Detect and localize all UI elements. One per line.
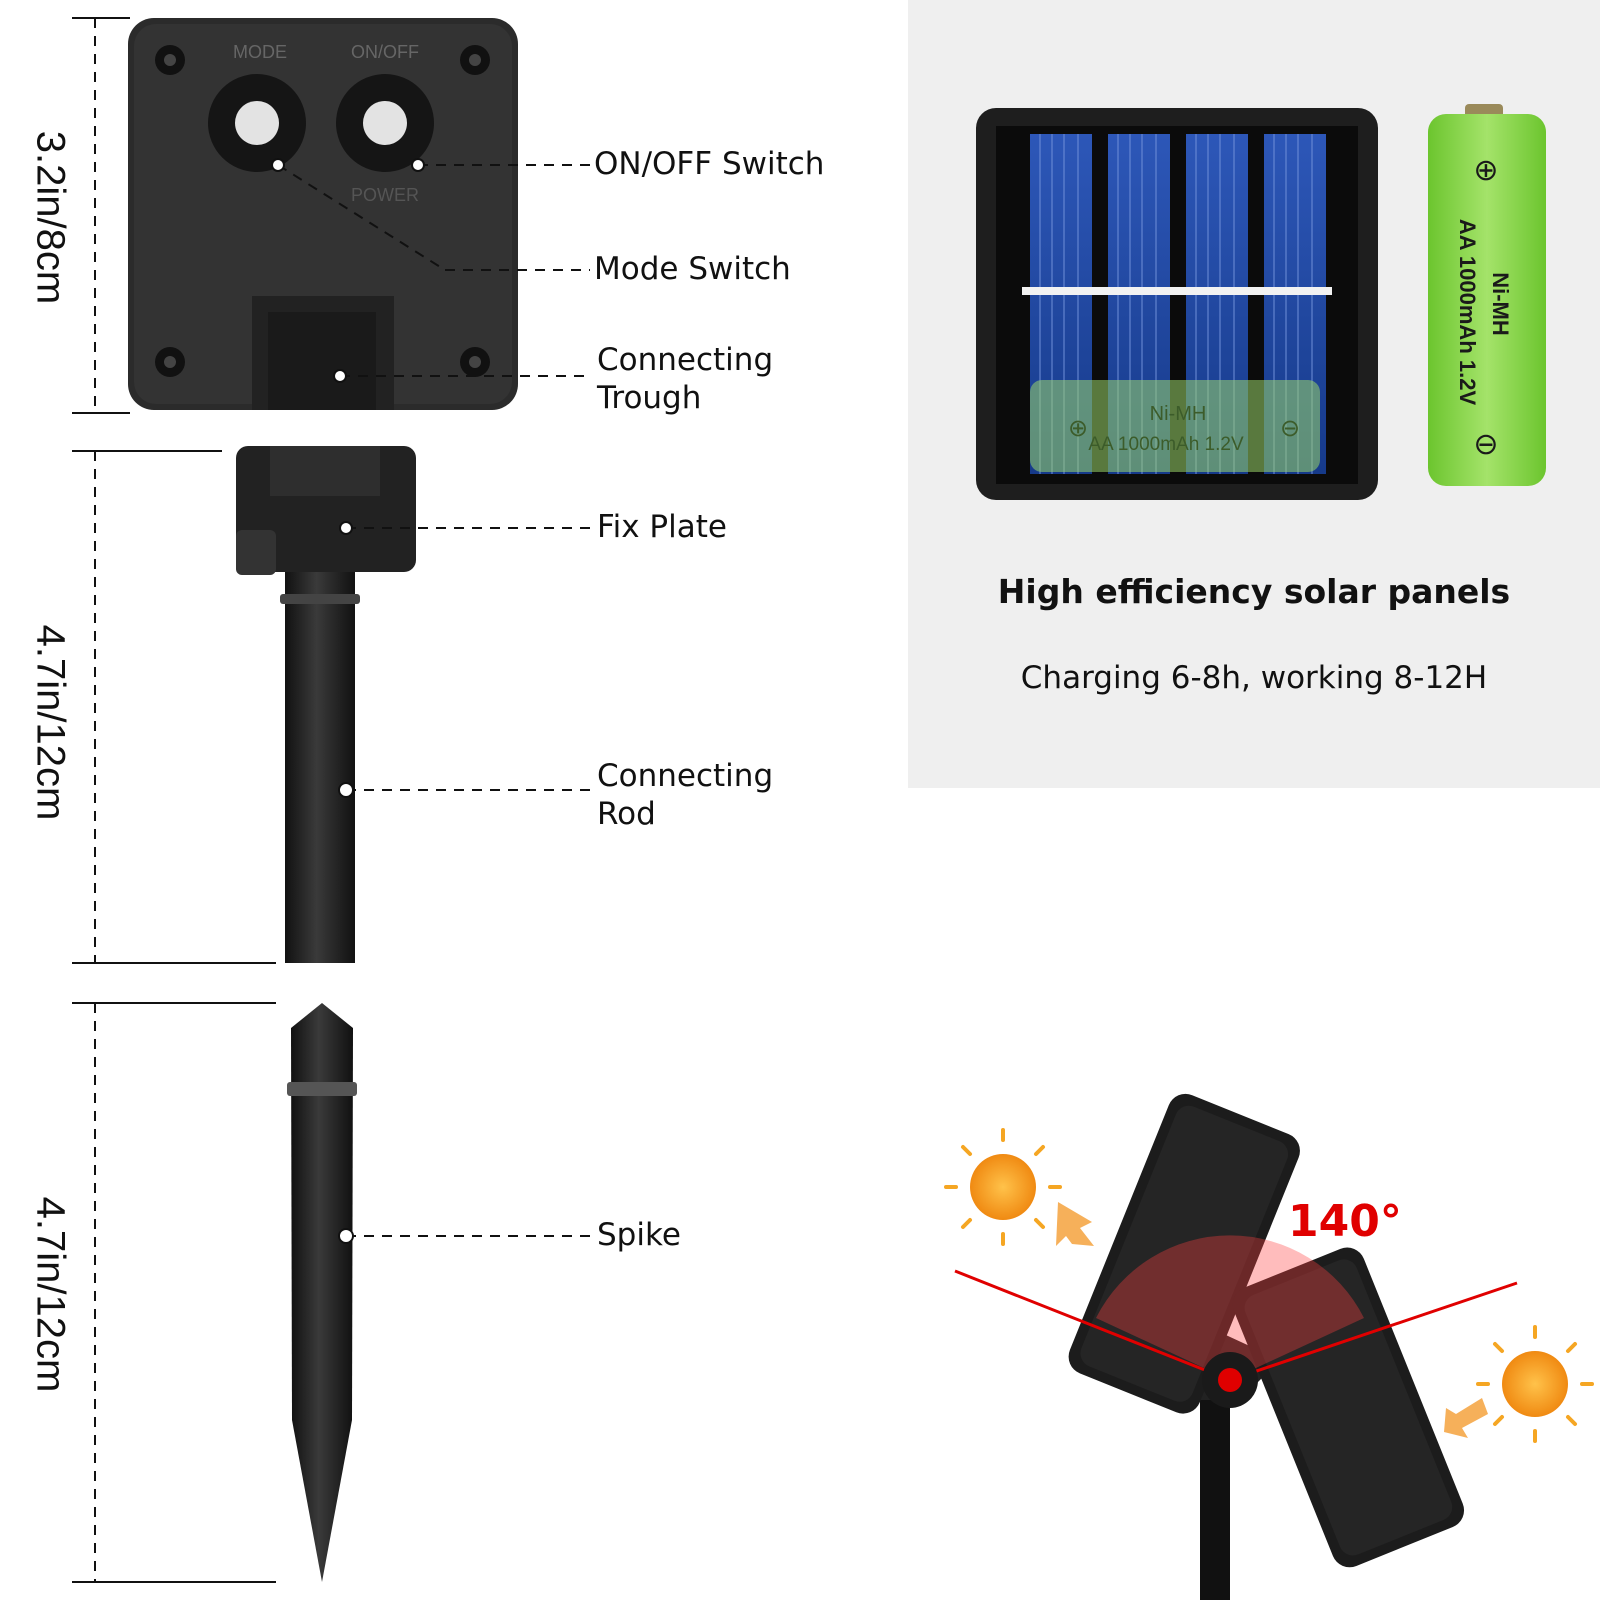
spike (287, 1003, 357, 1582)
panel-battery-type: Ni-MH (1150, 403, 1207, 425)
battery-type: Ni-MH (1488, 272, 1513, 336)
label-mode-switch: Mode Switch (594, 251, 791, 287)
label-connecting-rod-2: Rod (597, 796, 656, 832)
panel-battery-minus: ⊖ (1280, 414, 1300, 442)
callout-dots (271, 158, 425, 1244)
feature-subtext: Charging 6-8h, working 8-12H (1020, 660, 1488, 696)
aa-battery (1428, 104, 1546, 486)
fix-plate (236, 446, 416, 575)
label-onoff-switch: ON/OFF Switch (594, 146, 825, 182)
label-spike: Spike (597, 1217, 681, 1253)
connecting-rod (280, 565, 360, 963)
solar-panel (976, 108, 1378, 500)
rotation-angle-label: 140° (1288, 1196, 1402, 1247)
control-box (128, 18, 518, 410)
box-label-onoff: ON/OFF (351, 42, 419, 62)
dimension-rod-height: 4.7in/12cm (28, 624, 73, 821)
dimension-lines (72, 17, 276, 1583)
label-connecting-trough-2: Trough (597, 380, 702, 416)
left-panel (1068, 1093, 1300, 1414)
rotation-illustration (954, 1093, 1518, 1600)
label-fix-plate: Fix Plate (597, 509, 727, 545)
dimension-spike-height: 4.7in/12cm (28, 1196, 73, 1393)
label-connecting-trough-1: Connecting (597, 342, 774, 378)
label-connecting-rod-1: Connecting (597, 758, 774, 794)
dimension-box-height: 3.2in/8cm (28, 130, 73, 305)
panel-battery-spec: AA 1000mAh 1.2V (1088, 434, 1244, 455)
panel-battery-plus: ⊕ (1068, 414, 1088, 442)
battery-spec: AA 1000mAh 1.2V (1455, 219, 1480, 406)
box-label-power: POWER (351, 185, 419, 205)
right-panel (1232, 1247, 1465, 1568)
sun-icon (944, 1128, 1094, 1246)
battery-plus: ⊕ (1473, 153, 1498, 188)
box-label-mode: MODE (233, 42, 287, 62)
battery-minus: ⊖ (1473, 427, 1498, 462)
sun-icon (1444, 1325, 1594, 1443)
callout-lines (277, 164, 590, 1237)
feature-heading: High efficiency solar panels (997, 572, 1511, 611)
